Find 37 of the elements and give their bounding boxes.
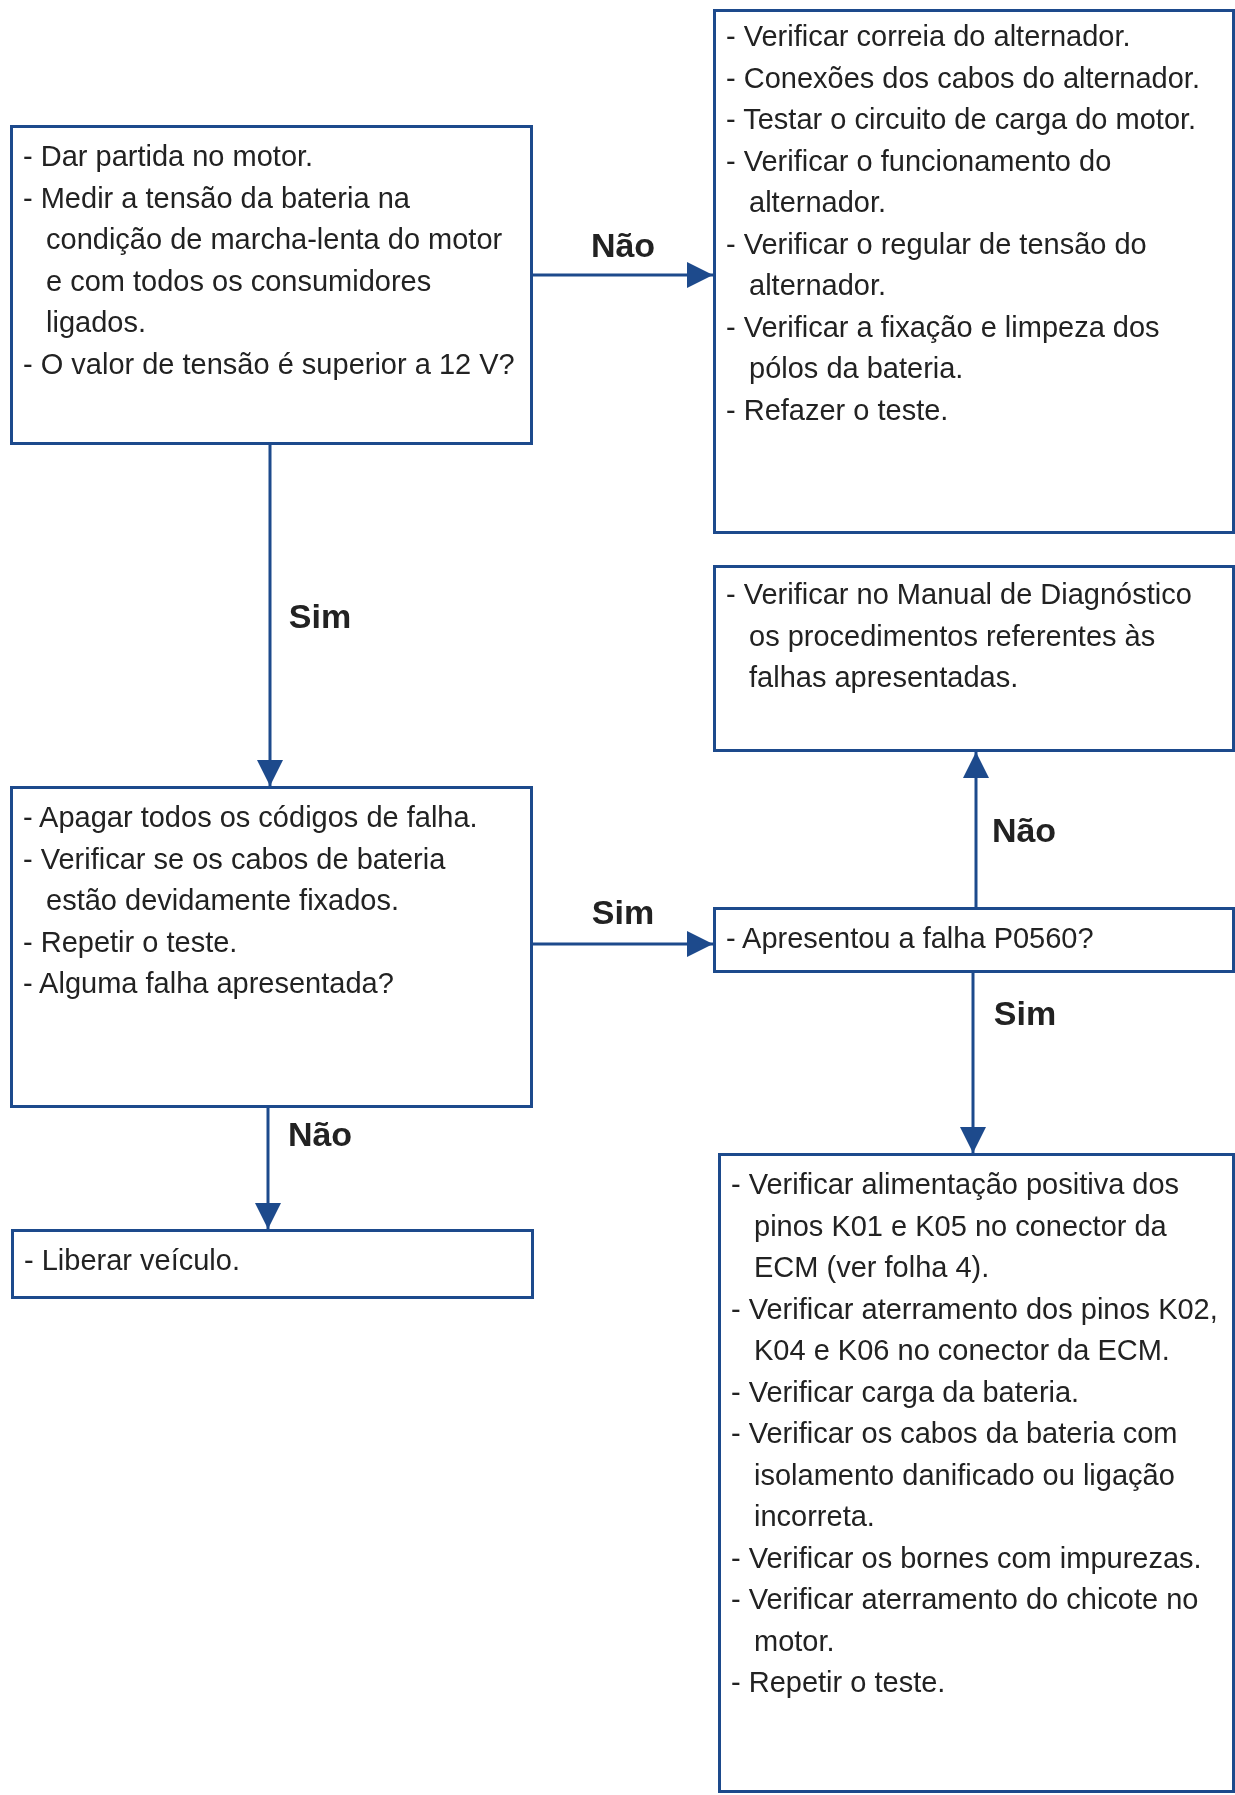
step-text: - Apagar todos os códigos de falha. bbox=[23, 800, 479, 835]
process-box bbox=[11, 1229, 534, 1299]
arrow bbox=[963, 752, 989, 907]
step-text: - Medir a tensão da bateria na condição de marcha-lenta do motor e com todos os consumidores ligados. bbox=[23, 180, 504, 340]
step-text: - Verificar aterramento do chicote no motor. bbox=[731, 1582, 1200, 1659]
process-box bbox=[718, 1153, 1235, 1793]
process-box bbox=[713, 565, 1235, 752]
step-text: - Verificar a fixação e limpeza dos pólos da bateria. bbox=[726, 309, 1161, 386]
step-text: - Verificar os bornes com impurezas. bbox=[731, 1540, 1203, 1576]
process-box bbox=[713, 907, 1235, 973]
step-text: - Apresentou a falha P0560? bbox=[726, 921, 1095, 956]
process-box bbox=[713, 9, 1235, 534]
arrow bbox=[533, 931, 713, 957]
step-text: - Verificar carga da bateria. bbox=[731, 1374, 1081, 1410]
step-text: - Repetir o teste. bbox=[23, 924, 239, 960]
step-text: - Verificar o funcionamento do alternador. bbox=[726, 143, 1113, 220]
step-text: - Conexões dos cabos do alternador. bbox=[726, 60, 1201, 96]
step-text: - Testar o circuito de carga do motor. bbox=[726, 102, 1198, 137]
step-text: - Repetir o teste. bbox=[731, 1665, 947, 1700]
arrow bbox=[257, 445, 283, 786]
step-text: - Verificar correia do alternador. bbox=[726, 19, 1132, 54]
step-text: - Verificar o regular de tensão do alternador. bbox=[726, 226, 1148, 303]
arrow bbox=[255, 1108, 281, 1229]
step-text: - Dar partida no motor. bbox=[23, 139, 315, 174]
step-text: - O valor de tensão é superior a 12 V? bbox=[23, 346, 516, 382]
arrow bbox=[533, 262, 713, 288]
step-text: - Verificar no Manual de Diagnóstico os procedimentos referentes às falhas apresentadas. bbox=[726, 577, 1193, 695]
process-box bbox=[10, 786, 533, 1108]
process-box bbox=[10, 125, 533, 445]
step-text: - Liberar veículo. bbox=[24, 1243, 241, 1278]
step-text: - Verificar aterramento dos pinos K02, K04 e K06 no conector da ECM. bbox=[731, 1291, 1219, 1368]
step-text: - Verificar alimentação positiva dos pinos K01 e K05 no conector da ECM (ver folha 4). bbox=[731, 1167, 1181, 1285]
arrow bbox=[960, 973, 986, 1153]
step-text: - Alguma falha apresentada? bbox=[23, 966, 395, 1001]
step-text: - Verificar se os cabos de bateria estão devidamente fixados. bbox=[23, 841, 447, 918]
step-text: - Refazer o teste. bbox=[726, 392, 950, 428]
step-text: - Verificar os cabos da bateria com isolamento danificado ou ligação incorreta. bbox=[731, 1416, 1179, 1534]
